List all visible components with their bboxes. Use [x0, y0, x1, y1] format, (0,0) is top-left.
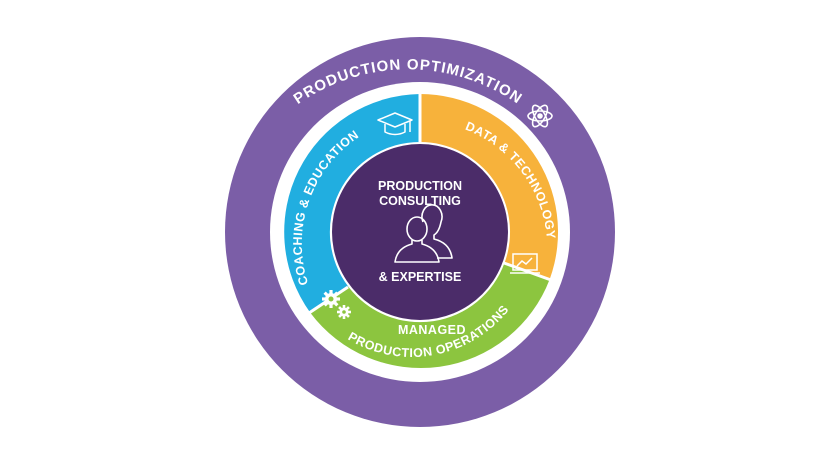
- people-icon: [394, 204, 453, 263]
- graduation-cap-icon: [377, 112, 413, 136]
- segment-coaching: [284, 94, 420, 313]
- gears-icon: [322, 290, 351, 319]
- center-circle: [332, 144, 508, 320]
- center-line2: CONSULTING: [379, 194, 461, 208]
- center-line3: & EXPERTISE: [379, 270, 462, 284]
- atom-icon: [527, 104, 553, 128]
- segment-managed: [310, 262, 550, 369]
- segment-data: [420, 94, 559, 280]
- separator-right: [503, 261, 552, 282]
- managed-label-line1: MANAGED: [398, 323, 466, 337]
- center-line1: PRODUCTION: [378, 179, 462, 193]
- laptop-chart-icon: [510, 253, 540, 274]
